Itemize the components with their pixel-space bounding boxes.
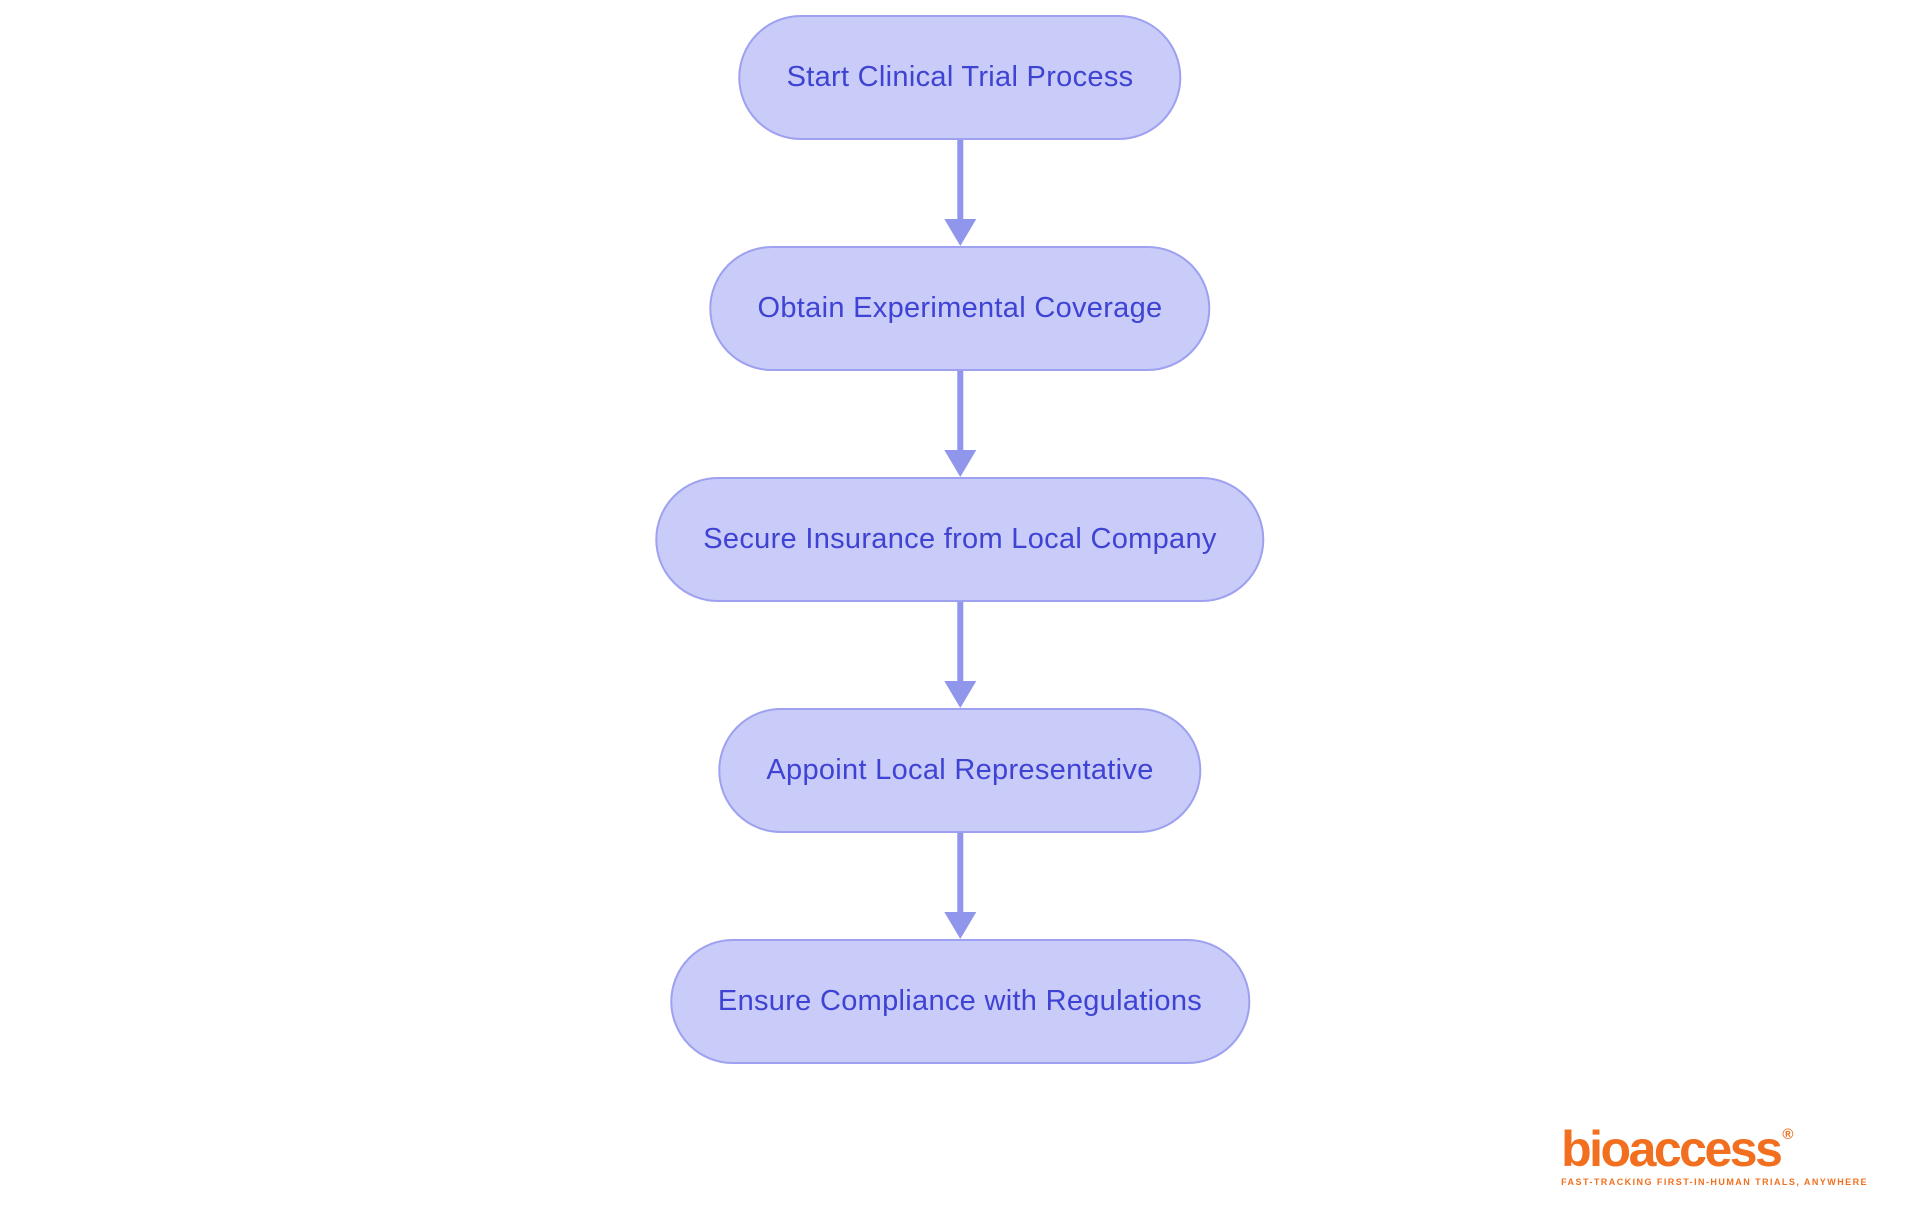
bioaccess-logo: bioaccess ® FAST-TRACKING FIRST-IN-HUMAN… xyxy=(1561,1121,1868,1187)
arrow-line xyxy=(956,371,963,451)
arrow-down-icon xyxy=(943,450,976,477)
flow-node-secure-insurance: Secure Insurance from Local Company xyxy=(655,477,1265,602)
flow-node-label: Ensure Compliance with Regulations xyxy=(717,985,1203,1017)
arrow-down-icon xyxy=(943,219,976,246)
flow-connector xyxy=(943,602,976,708)
flow-node-start-clinical-trial: Start Clinical Trial Process xyxy=(738,15,1182,140)
flow-node-label: Secure Insurance from Local Company xyxy=(703,523,1217,555)
flow-connector xyxy=(943,371,976,477)
flow-node-label: Appoint Local Representative xyxy=(766,754,1154,786)
registered-trademark-icon: ® xyxy=(1782,1126,1794,1143)
arrow-line xyxy=(956,602,963,682)
arrow-line xyxy=(956,140,963,220)
bioaccess-wordmark-row: bioaccess ® xyxy=(1561,1121,1868,1177)
bioaccess-wordmark: bioaccess xyxy=(1561,1121,1783,1177)
flow-node-obtain-coverage: Obtain Experimental Coverage xyxy=(709,246,1211,371)
flow-node-appoint-representative: Appoint Local Representative xyxy=(718,708,1202,833)
bioaccess-tagline: FAST-TRACKING FIRST-IN-HUMAN TRIALS, ANY… xyxy=(1561,1177,1868,1187)
flow-node-label: Obtain Experimental Coverage xyxy=(757,292,1163,324)
flow-connector xyxy=(943,833,976,939)
flowchart: Start Clinical Trial Process Obtain Expe… xyxy=(655,15,1265,1064)
arrow-down-icon xyxy=(943,912,976,939)
flow-node-label: Start Clinical Trial Process xyxy=(786,61,1134,93)
arrow-line xyxy=(956,833,963,913)
arrow-down-icon xyxy=(943,681,976,708)
flow-connector xyxy=(943,140,976,246)
flow-node-ensure-compliance: Ensure Compliance with Regulations xyxy=(669,939,1251,1064)
